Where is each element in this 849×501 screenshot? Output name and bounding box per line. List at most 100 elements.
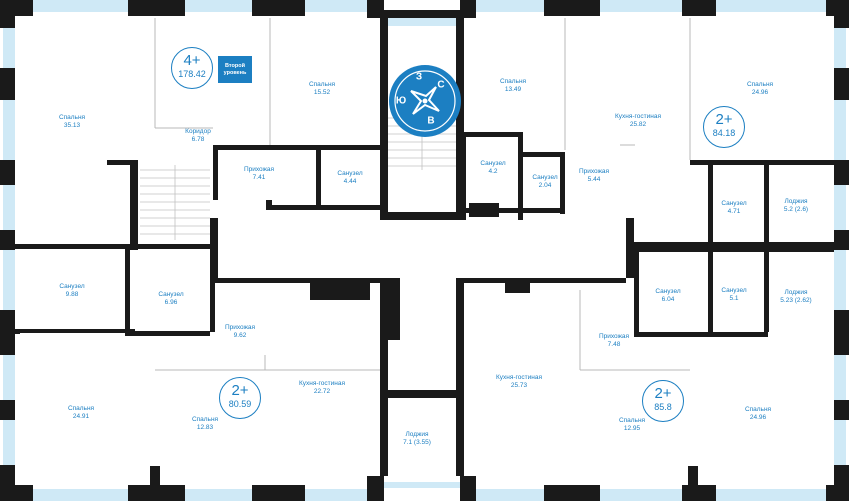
compass-south-label: Ю — [395, 95, 407, 107]
room-area: 22.72 — [313, 388, 331, 395]
room-name: Лоджия — [784, 289, 808, 296]
room-name: Кухня-гостиная — [496, 374, 542, 381]
second-level-note-line-2: уровень — [223, 69, 247, 76]
room-area: 2.04 — [538, 182, 552, 189]
room-area: 4.44 — [343, 178, 357, 185]
room-name: Спальня — [191, 416, 219, 423]
apartment-area: 178.42 — [178, 69, 206, 79]
room-name: Коридор — [185, 128, 211, 135]
room-name: Прихожая — [243, 166, 275, 173]
partitions — [15, 132, 834, 388]
second-level-note-line-1: Второй — [225, 62, 245, 69]
room-name: Санузел — [532, 174, 558, 181]
room-area: 5.23 (2.62) — [780, 297, 812, 304]
room-area: 25.73 — [510, 382, 528, 389]
compass-north-label: С — [437, 79, 445, 91]
room-area: 5.2 (2.6) — [783, 206, 809, 213]
room-name: Спальня — [499, 78, 527, 85]
apartment-badge[interactable]: 2+ 80.59 — [219, 377, 261, 419]
second-level-note: Второй уровень — [218, 56, 252, 83]
room-area: 4.2 — [488, 168, 498, 175]
room-area: 7.48 — [607, 341, 621, 348]
apartment-area: 80.59 — [228, 399, 252, 409]
apartment-type: 2+ — [715, 111, 733, 128]
room-area: 4.71 — [727, 208, 741, 215]
room-area: 15.52 — [313, 89, 331, 96]
room-name: Кухня-гостиная — [299, 380, 345, 387]
room-area: 24.96 — [749, 414, 767, 421]
apartment-badge[interactable]: 2+ 84.18 — [703, 106, 745, 148]
windows — [3, 0, 846, 501]
apartment-badge[interactable]: 2+ 85.8 — [642, 380, 684, 422]
room-name: Кухня-гостиная — [615, 113, 661, 120]
apartment-area: 85.8 — [654, 402, 672, 412]
compass-west-label: З — [415, 71, 423, 83]
room-area: 6.78 — [191, 136, 205, 143]
apartment-badge[interactable]: 4+ 178.42 — [171, 47, 213, 89]
room-area: 12.83 — [196, 424, 214, 431]
room-name: Лоджия — [405, 431, 429, 438]
apartment-type: 4+ — [183, 52, 201, 69]
room-area: 13.49 — [504, 86, 522, 93]
room-name: Прихожая — [598, 333, 630, 340]
room-area: 7.1 (3.55) — [403, 439, 431, 446]
room-area: 5.44 — [587, 176, 601, 183]
room-area: 9.62 — [233, 332, 247, 339]
compass-rose-icon: С В Ю З — [389, 65, 461, 137]
room-area: 9.88 — [65, 291, 79, 298]
room-area: 6.96 — [164, 299, 178, 306]
apartment-type: 2+ — [654, 385, 672, 402]
room-name: Санузел — [59, 283, 85, 290]
room-name: Спальня — [308, 81, 336, 88]
room-name: Спальня — [618, 417, 646, 424]
room-name: Лоджия — [784, 198, 808, 205]
room-area: 25.82 — [629, 121, 647, 128]
room-name: Спальня — [744, 406, 772, 413]
room-name: Прихожая — [224, 324, 256, 331]
room-name: Спальня — [58, 114, 86, 121]
room-name: Прихожая — [578, 168, 610, 175]
room-area: 35.13 — [63, 122, 81, 129]
room-name: Санузел — [721, 287, 747, 294]
apartment-type: 2+ — [231, 382, 249, 399]
room-area: 24.96 — [751, 89, 769, 96]
room-name: Санузел — [480, 160, 506, 167]
room-area: 12.95 — [623, 425, 641, 432]
apartment-area: 84.18 — [712, 128, 736, 138]
room-name: Спальня — [67, 405, 95, 412]
room-name: Спальня — [746, 81, 774, 88]
room-name: Санузел — [721, 200, 747, 207]
light-lines — [154, 18, 691, 371]
room-name: Санузел — [655, 288, 681, 295]
room-area: 5.1 — [729, 295, 739, 302]
room-name: Санузел — [158, 291, 184, 298]
